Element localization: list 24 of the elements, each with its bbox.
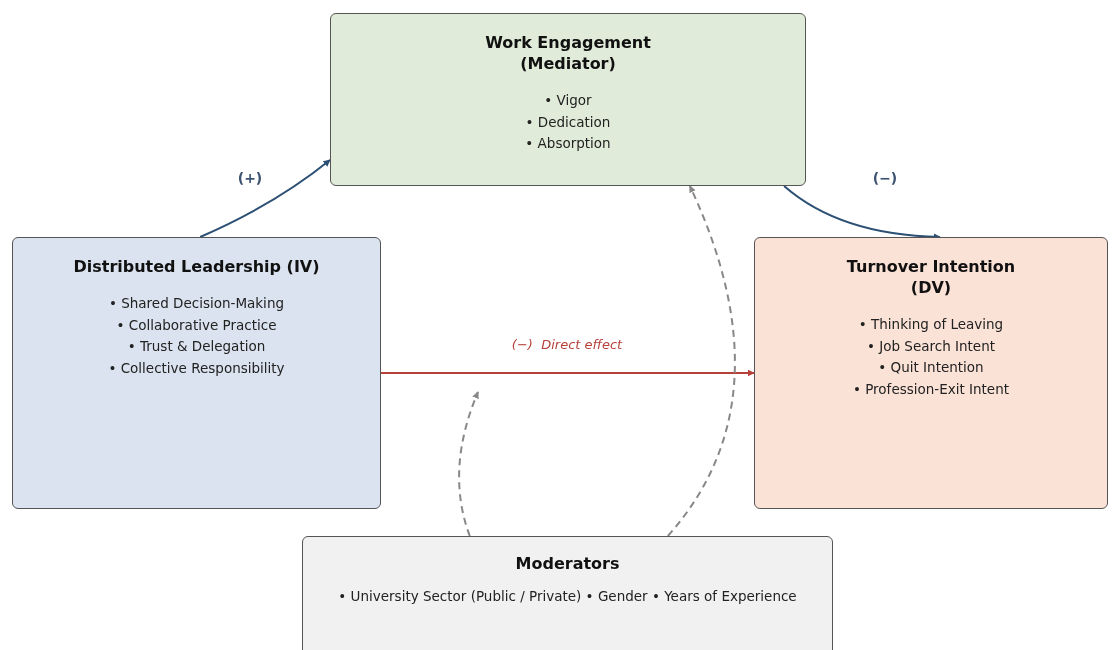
bullet-item: • Collaborative Practice — [116, 315, 277, 335]
bullet-item: • Job Search Intent — [867, 336, 995, 356]
bullet-item: • Absorption — [525, 134, 611, 153]
bullet-item: • Collective Responsibility — [108, 358, 285, 378]
box-title: Turnover Intention (DV) — [845, 256, 1017, 298]
dashed-arrow — [458, 391, 479, 537]
bullet-item: • Thinking of Leaving — [858, 315, 1004, 334]
arrow — [199, 159, 331, 238]
bullet-item: • Trust & Delegation — [127, 337, 266, 356]
bullet-item: • Quit Intention — [878, 358, 984, 377]
box-title: Work Engagement (Mediator) — [484, 32, 652, 74]
concept-box — [754, 237, 1108, 509]
concept-box — [12, 237, 381, 509]
bullet-item: • Shared Decision-Making — [108, 294, 284, 313]
bullet-item: • Vigor — [544, 91, 592, 110]
concept-box — [330, 13, 806, 186]
bullet-item: • University Sector (Public / Private) • Gender • Years of Experience — [338, 587, 797, 606]
concept-box — [302, 536, 833, 650]
bullet-item: • Profession-Exit Intent — [852, 379, 1010, 399]
box-title: Distributed Leadership (IV) — [73, 256, 320, 277]
arrow — [380, 369, 755, 377]
box-title: Moderators — [515, 553, 620, 574]
dashed-arrow — [666, 185, 736, 537]
bullet-item: • Dedication — [525, 112, 611, 132]
